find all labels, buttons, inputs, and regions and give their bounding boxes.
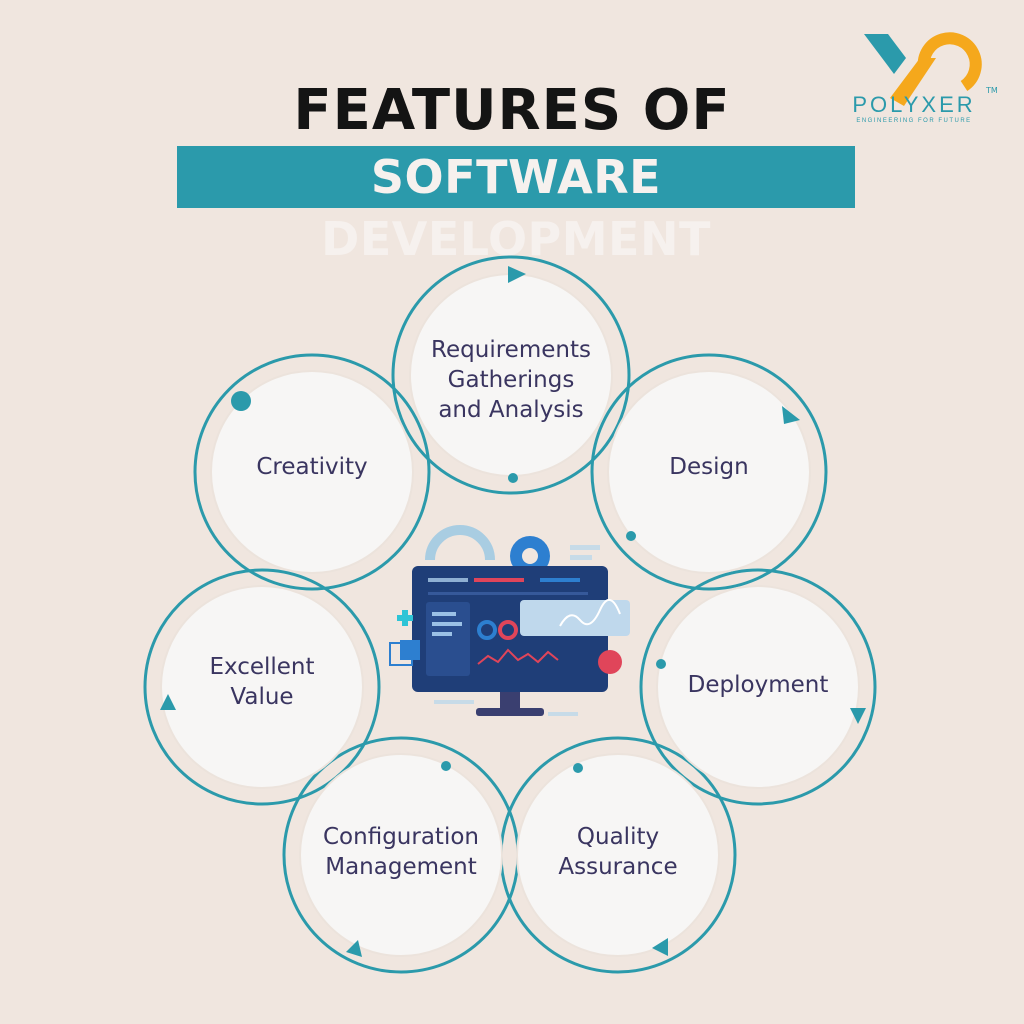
ring-creativity xyxy=(193,353,431,591)
logo-wordmark: POLYXER xyxy=(852,92,976,117)
stage-label-creativity: Creativity xyxy=(256,454,368,480)
ring-design xyxy=(590,353,828,591)
page-title: FEATURES OF xyxy=(293,78,731,143)
stage-label-design: Design xyxy=(669,454,749,480)
ring-deployment xyxy=(639,568,877,806)
ring-requirements xyxy=(391,255,631,495)
stage-discs xyxy=(160,273,860,957)
stage-label-configuration-management: Configuration Management xyxy=(323,824,479,880)
arrow-icon xyxy=(508,266,526,283)
computer-monitor-icon xyxy=(389,525,630,716)
arrow-icon xyxy=(850,708,866,724)
ring-excellent-value xyxy=(143,568,381,806)
arrow-icon xyxy=(782,406,800,424)
page-subtitle: SOFTWARE DEVELOPMENT xyxy=(321,150,711,266)
subtitle-band xyxy=(177,146,855,208)
stage-label-deployment: Deployment xyxy=(687,672,829,698)
stage-label-excellent-value: Excellent Value xyxy=(209,654,315,710)
logo-tagline: ENGINEERING FOR FUTURE xyxy=(856,118,972,124)
stage-label-quality-assurance: Quality Assurance xyxy=(558,824,678,880)
arrow-icon xyxy=(160,694,176,710)
logo-trademark: TM xyxy=(986,86,998,95)
arrow-icon xyxy=(652,938,668,956)
arrow-icon xyxy=(346,940,362,957)
cycle-dots xyxy=(231,391,666,773)
cycle-arrows xyxy=(160,266,866,957)
polyxer-logo-icon xyxy=(864,32,982,106)
stage-label-requirements: Requirements Gatherings and Analysis xyxy=(431,337,591,423)
